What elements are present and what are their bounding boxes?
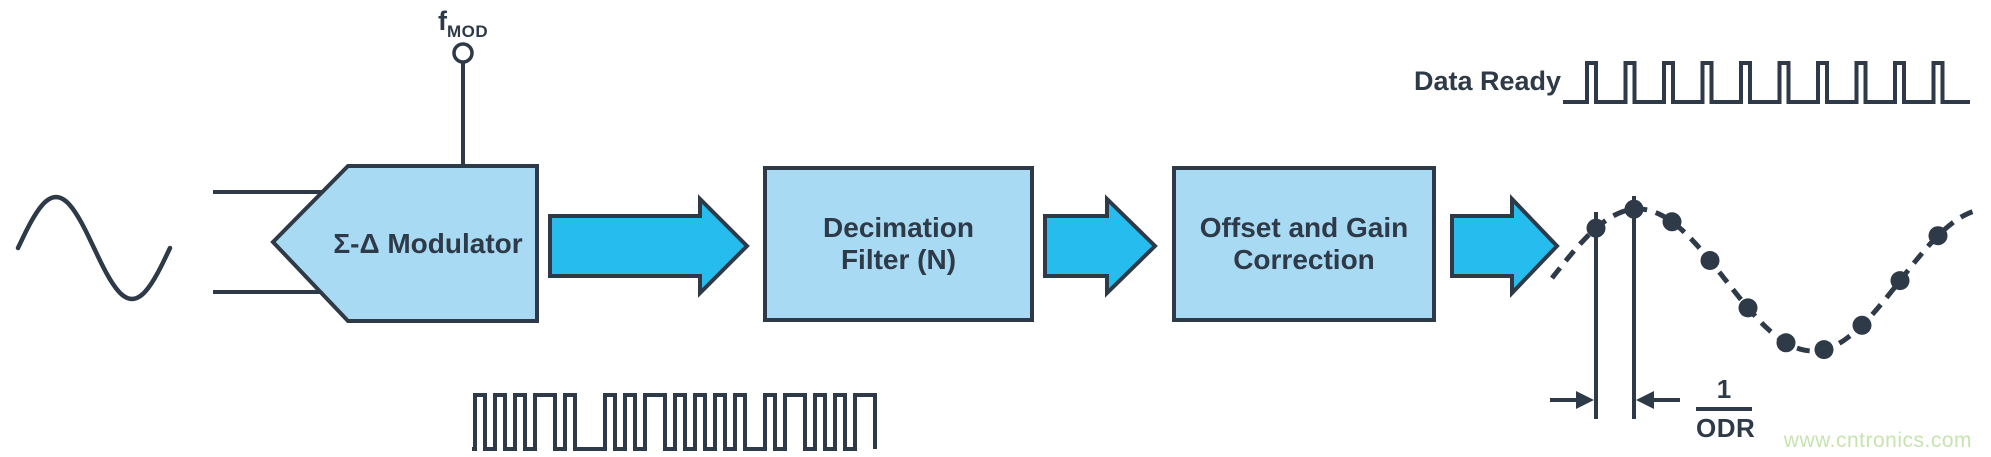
fmod-label-subscript: MOD [447, 22, 489, 41]
odr-measure-left-arrowhead [1576, 391, 1594, 409]
sample-dot [1890, 271, 1910, 291]
offset-label-line1: Offset and Gain [1199, 212, 1409, 243]
fmod-clock-node [452, 42, 474, 64]
odr-fraction-denominator: ODR [1696, 413, 1756, 443]
odr-measure-right-arrowhead [1636, 391, 1654, 409]
odr-fraction-numerator: 1 [1696, 374, 1752, 411]
modulator-block-shape [270, 164, 539, 323]
modulator-bitstream-waveform [472, 393, 877, 451]
decimation-label-line2: Filter (N) [840, 244, 957, 275]
sample-dot [1852, 315, 1872, 335]
flow-arrow-2 [1043, 194, 1158, 298]
offset-label-line2: Correction [1233, 244, 1375, 275]
watermark-text: www.cntronics.com [1783, 429, 1972, 452]
data-ready-label: Data Ready [1414, 66, 1562, 96]
output-sampled-sine-wave [1550, 206, 1979, 354]
input-sine-wave [15, 194, 173, 302]
sample-dot [1662, 212, 1682, 232]
sample-dot [1738, 298, 1758, 318]
offset-gain-correction-block: Offset and Gain Correction [1172, 166, 1436, 322]
sample-dot [1776, 333, 1796, 353]
sample-dot [1814, 340, 1834, 360]
fmod-label-base: f [438, 6, 447, 36]
modulator-block-label: Σ-Δ Modulator [333, 228, 523, 259]
decimation-label-line1: Decimation [823, 212, 974, 243]
odr-fraction-label: 1 ODR [1696, 374, 1756, 444]
flow-arrow-3 [1450, 194, 1560, 298]
sample-dot [1700, 251, 1720, 270]
fmod-label: fMOD [438, 6, 488, 42]
flow-arrow-1 [548, 194, 750, 298]
sample-dot [1928, 226, 1948, 246]
decimation-filter-block: Decimation Filter (N) [763, 166, 1034, 322]
output-sample-dots [1586, 199, 1948, 360]
data-ready-pulse-waveform [1563, 61, 1970, 104]
